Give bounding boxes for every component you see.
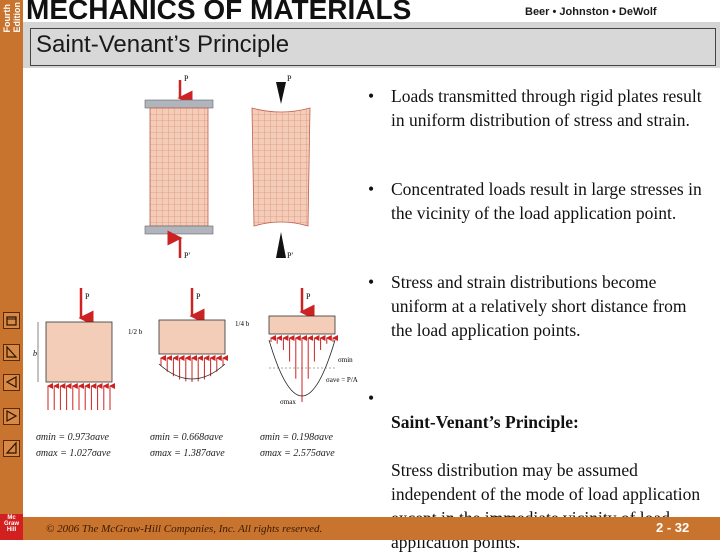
specimen-block-3 [268,315,336,335]
point-load-top [276,82,286,104]
edition-label: Fourth Edition [2,2,22,33]
copyright: © 2006 The McGraw-Hill Companies, Inc. A… [46,523,323,535]
course-title: MECHANICS OF MATERIALS [26,0,412,25]
svg-text:P: P [85,292,90,301]
deformed-grid [251,107,311,227]
point-load-bottom [276,232,286,258]
svg-text:σave = P/A: σave = P/A [326,376,358,384]
case1-max: σmax = 1.027σave [36,448,111,459]
grid-specimen [149,107,209,227]
figure-svg: P P' P P' P b P 1/2 b P [33,74,358,410]
principle-heading: Saint-Venant’s Principle: [391,412,579,432]
last-slide-button[interactable] [3,440,20,457]
specimen-block-1 [45,321,113,383]
page-number: 2 - 32 [656,520,690,535]
previous-icon [5,375,17,389]
first-icon [6,345,18,358]
authors: Beer • Johnston • DeWolf [525,6,657,18]
svg-text:σmin: σmin [338,356,353,364]
stress-arrows-3 [270,335,338,402]
case2-max: σmax = 1.387σave [150,448,225,459]
first-slide-button[interactable] [3,344,20,361]
svg-text:1/2 b: 1/2 b [128,328,143,336]
title-frame [30,28,716,66]
svg-text:P: P [196,292,201,301]
bottom-plate [144,225,214,235]
svg-text:1/4 b: 1/4 b [235,320,250,328]
load-label-pprime: P' [184,251,190,260]
svg-text:P': P' [287,251,293,260]
case1-min: σmin = 0.973σave [36,432,109,443]
top-plate [144,99,214,109]
case-3: P 1/4 b σmin σave = P/A σmax [235,288,358,406]
mcgraw-hill-logo: Mc Graw Hill [0,514,23,540]
case2-min: σmin = 0.668σave [150,432,223,443]
footer-bar [23,517,720,540]
slide-title: Saint-Venant’s Principle [36,31,290,58]
home-icon [6,316,17,326]
last-icon [5,441,17,454]
home-button[interactable] [3,312,20,329]
next-slide-button[interactable] [3,408,20,425]
case-2: P 1/2 b [128,288,228,382]
svg-text:b: b [33,349,37,358]
svg-text:P: P [287,74,292,83]
next-icon [6,409,18,423]
svg-text:P: P [306,292,311,301]
uniform-specimen: P P' [144,74,214,260]
svg-text:σmax: σmax [280,398,296,406]
previous-slide-button[interactable] [3,374,20,391]
stress-arrows-1 [47,383,115,410]
concentrated-specimen: P P' [251,74,311,260]
case3-max: σmax = 2.575σave [260,448,335,459]
load-label-p: P [184,74,189,83]
case-1: P b [33,288,115,410]
stress-arrows-2 [160,355,228,382]
left-strip: Fourth Edition Mc Graw Hill [0,0,23,540]
case3-min: σmin = 0.198σave [260,432,333,443]
figure: P P' P P' P b P 1/2 b P [30,72,375,517]
specimen-block-2 [158,319,226,355]
